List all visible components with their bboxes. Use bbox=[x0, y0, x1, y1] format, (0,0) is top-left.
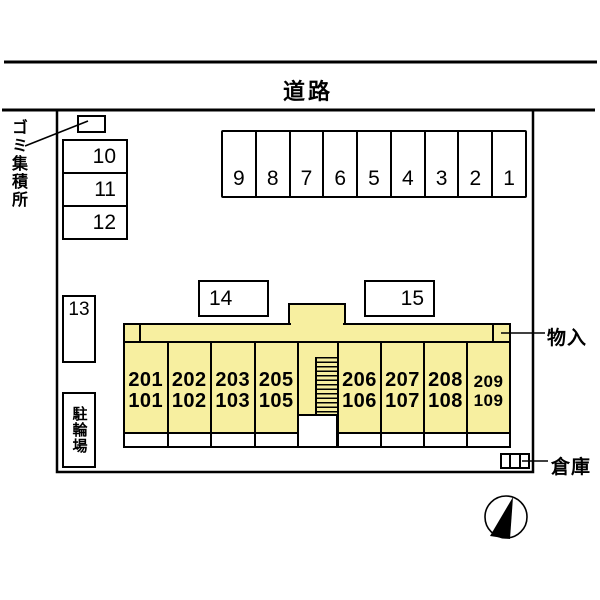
room-cell-201-101: 201 101 bbox=[125, 343, 167, 432]
parking-space-cell: 5 bbox=[356, 132, 390, 196]
room-cell-206-106: 206 106 bbox=[339, 343, 380, 432]
room-upper-label: 209 bbox=[473, 371, 504, 391]
building-protrusion-opening bbox=[291, 323, 343, 329]
warehouse-cell bbox=[502, 455, 509, 467]
parking-space-cell: 1 bbox=[491, 132, 525, 196]
road-label: 道路 bbox=[282, 79, 333, 104]
warehouse-box bbox=[500, 453, 530, 469]
parking-space-11-label: 11 bbox=[94, 177, 116, 201]
warehouse-label: 倉庫 bbox=[551, 457, 592, 478]
balcony-cell bbox=[253, 434, 298, 446]
room-upper-label: 206 bbox=[342, 368, 377, 391]
bicycle-parking-box: 駐輪場 bbox=[62, 392, 96, 468]
warehouse-cell bbox=[509, 455, 518, 467]
room-upper-label: 202 bbox=[171, 368, 207, 391]
room-cell-207-107: 207 107 bbox=[380, 343, 423, 432]
north-arrow-icon bbox=[484, 495, 528, 539]
parking-space-12: 12 bbox=[62, 205, 128, 240]
garbage-label: ゴミ集積所 bbox=[9, 119, 26, 209]
room-lower-label: 109 bbox=[473, 390, 504, 410]
room-upper-label: 208 bbox=[428, 368, 463, 391]
room-cell-203-103: 203 103 bbox=[210, 343, 254, 432]
room-lower-label: 101 bbox=[128, 389, 164, 412]
parking-space-label: 8 bbox=[266, 167, 279, 190]
room-cell-209-109: 209 109 bbox=[466, 343, 509, 432]
parking-space-13: 13 bbox=[62, 295, 96, 363]
parking-space-cell: 9 bbox=[223, 132, 255, 196]
room-lower-label: 106 bbox=[342, 389, 377, 412]
parking-space-11: 11 bbox=[62, 172, 128, 207]
room-lower-label: 102 bbox=[171, 389, 207, 412]
balcony-cell bbox=[166, 434, 211, 446]
parking-space-15: 15 bbox=[364, 280, 435, 317]
parking-space-10-label: 10 bbox=[92, 144, 116, 168]
parking-space-cell: 7 bbox=[288, 132, 323, 196]
parking-space-label: 5 bbox=[368, 167, 380, 190]
room-cell-208-108: 208 108 bbox=[423, 343, 466, 432]
room-upper-label: 201 bbox=[128, 368, 164, 391]
balcony-cell bbox=[125, 434, 167, 446]
parking-space-label: 7 bbox=[300, 167, 313, 190]
room-upper-label: 205 bbox=[258, 368, 294, 391]
balcony-cell bbox=[380, 434, 423, 446]
corridor-right-closet-divider bbox=[492, 325, 494, 341]
room-lower-label: 107 bbox=[385, 389, 420, 412]
room-lower-label: 105 bbox=[258, 389, 294, 412]
parking-space-13-label: 13 bbox=[68, 299, 90, 320]
parking-space-label: 4 bbox=[401, 167, 414, 190]
parking-space-14: 14 bbox=[198, 280, 269, 317]
room-lower-label: 103 bbox=[215, 389, 251, 412]
balcony-cell bbox=[466, 434, 509, 446]
right-room-block: 206 106 207 107 208 108 209 109 bbox=[337, 341, 511, 434]
parking-space-15-label: 15 bbox=[400, 286, 424, 310]
bicycle-parking-label: 駐輪場 bbox=[70, 406, 88, 454]
parking-space-label: 2 bbox=[469, 167, 482, 190]
corridor-left-closet-divider bbox=[139, 325, 141, 341]
room-upper-label: 207 bbox=[385, 368, 420, 391]
stairs bbox=[315, 357, 337, 415]
balcony-cell bbox=[423, 434, 466, 446]
parking-space-cell: 6 bbox=[322, 132, 356, 196]
balcony-cell bbox=[210, 434, 254, 446]
closet-label: 物入 bbox=[547, 328, 588, 349]
right-balcony-row bbox=[337, 432, 511, 448]
parking-space-cell: 4 bbox=[389, 132, 424, 196]
balcony-cell bbox=[339, 434, 380, 446]
parking-space-cell: 3 bbox=[423, 132, 458, 196]
parking-space-cell: 8 bbox=[254, 132, 289, 196]
parking-space-14-label: 14 bbox=[209, 286, 233, 310]
room-upper-label: 203 bbox=[215, 368, 251, 391]
parking-space-label: 1 bbox=[503, 167, 515, 190]
left-room-block: 201 101 202 102 203 103 205 105 bbox=[123, 341, 299, 434]
left-balcony-row bbox=[123, 432, 299, 448]
building-entrance-box bbox=[297, 414, 338, 448]
parking-space-12-label: 12 bbox=[92, 210, 116, 234]
room-cell-202-102: 202 102 bbox=[166, 343, 211, 432]
parking-space-label: 9 bbox=[233, 167, 245, 190]
parking-row: 9 8 7 6 5 4 3 2 1 bbox=[221, 130, 527, 198]
room-cell-205-105: 205 105 bbox=[253, 343, 298, 432]
parking-space-label: 3 bbox=[435, 167, 448, 190]
warehouse-cell bbox=[518, 455, 528, 467]
room-lower-label: 108 bbox=[428, 389, 463, 412]
parking-space-10: 10 bbox=[62, 139, 128, 174]
parking-space-cell: 2 bbox=[457, 132, 491, 196]
garbage-collection-box bbox=[77, 115, 106, 133]
parking-space-label: 6 bbox=[334, 167, 347, 190]
